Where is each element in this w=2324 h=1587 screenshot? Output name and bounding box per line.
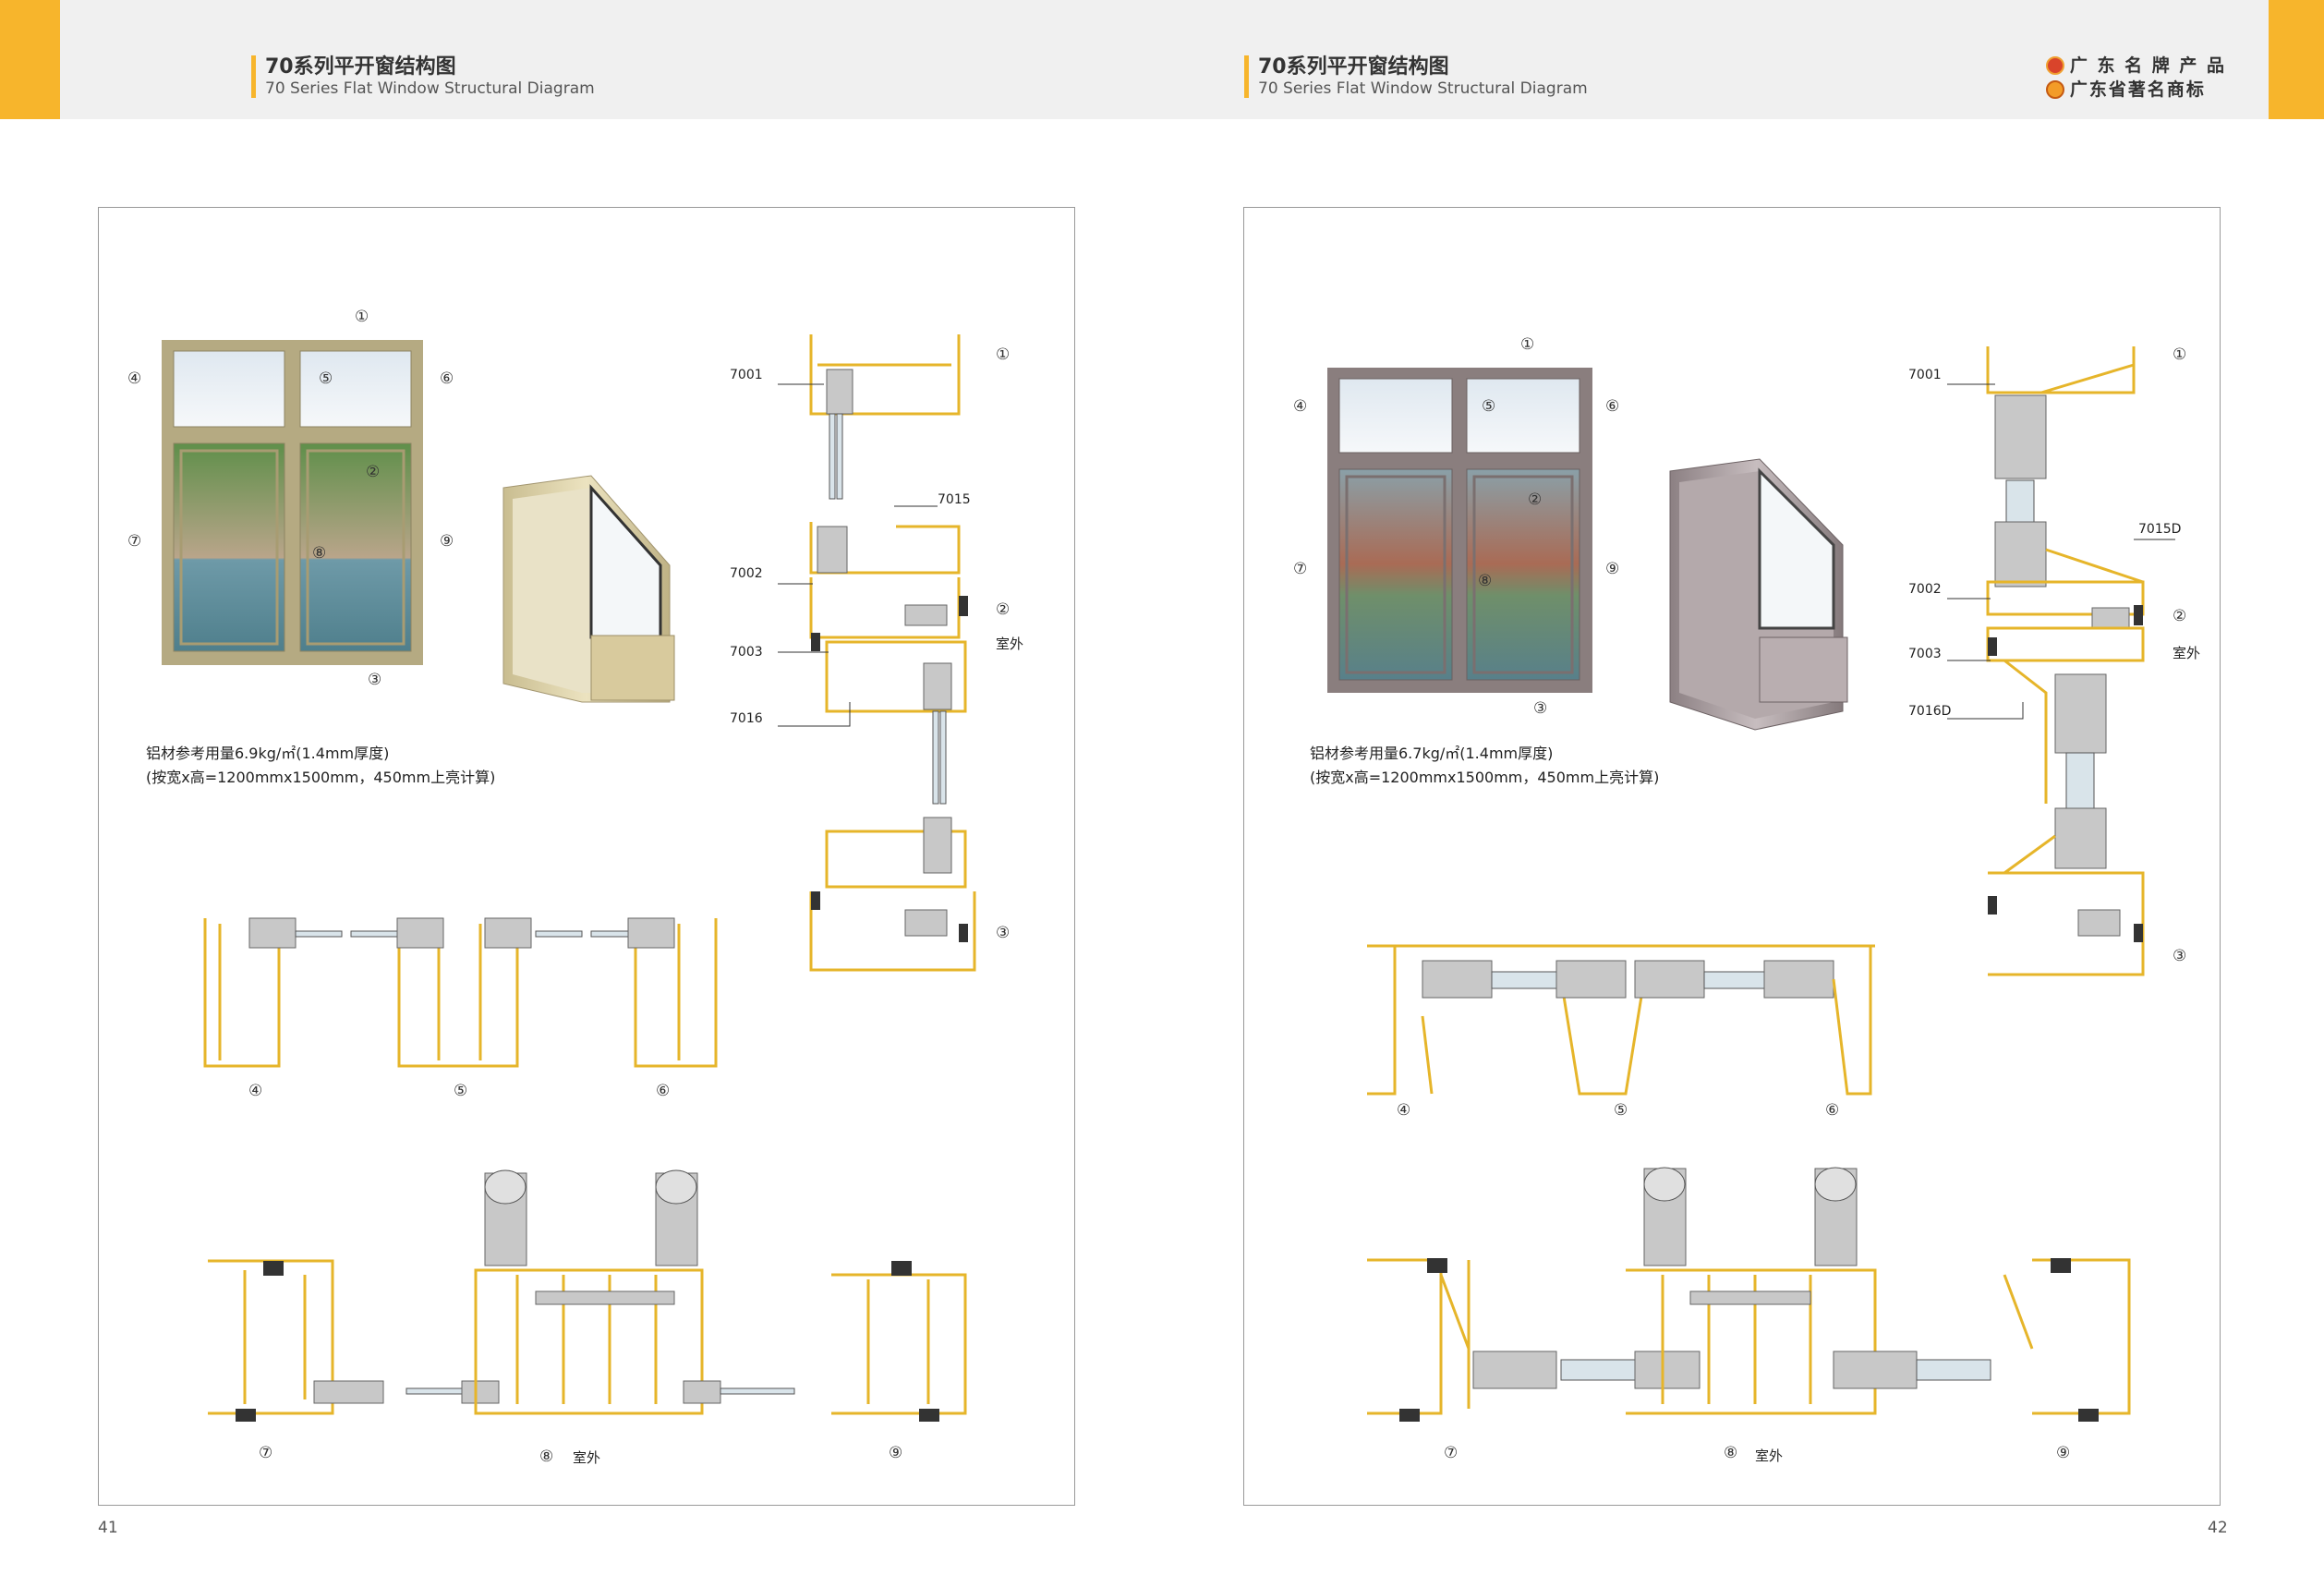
right-outdoor-label-vertical: 室外 [2173, 645, 2201, 661]
right-marker-4-sec: ④ [1397, 1101, 1411, 1120]
right-code-7016d: 7016D [1908, 704, 1952, 719]
left-diagram-panel [98, 207, 1075, 1506]
badge-famous-trademark: 广东省著名商标 [2045, 78, 2226, 102]
left-marker-4-elev: ④ [127, 369, 142, 388]
right-horizontal-section-789 [1367, 1167, 2131, 1422]
left-title-zh: 70系列平开窗结构图 [265, 55, 456, 79]
left-marker-6-elev: ⑥ [440, 369, 454, 388]
right-marker-7-elev: ⑦ [1293, 560, 1308, 578]
right-title-zh: 70系列平开窗结构图 [1258, 55, 1449, 79]
left-outdoor-label-horizontal: 室外 [573, 1449, 601, 1466]
right-corner-profile-photo [1669, 458, 1848, 731]
right-window-elevation [1327, 368, 1592, 693]
left-marker-9-sec: ⑨ [889, 1444, 903, 1462]
left-marker-6-sec: ⑥ [656, 1082, 671, 1100]
right-marker-2-elev: ② [1528, 491, 1543, 509]
right-accent-bar [2269, 0, 2324, 119]
right-marker-1-elev: ① [1520, 335, 1535, 354]
left-marker-8-elev: ⑧ [312, 544, 327, 563]
left-material-note: 铝材参考用量6.9kg/㎡(1.4mm厚度) (按宽x高=1200mmx1500… [146, 742, 495, 790]
brand-badges: 广 东 名 牌 产 品 广东省著名商标 [2045, 54, 2226, 102]
left-marker-1-elev: ① [355, 308, 369, 326]
trademark-seal-icon [2045, 80, 2064, 99]
left-marker-2-elev: ② [366, 463, 381, 481]
right-note-line1: 铝材参考用量6.7kg/㎡(1.4mm厚度) [1310, 745, 1554, 762]
left-title-en: 70 Series Flat Window Structural Diagram [265, 79, 595, 98]
left-vertical-section [778, 334, 976, 972]
right-marker-3-elev: ③ [1533, 699, 1548, 718]
right-marker-9-elev: ⑨ [1605, 560, 1620, 578]
left-marker-9-elev: ⑨ [440, 532, 454, 551]
left-marker-8-sec: ⑧ [539, 1448, 554, 1466]
left-code-7016: 7016 [730, 711, 763, 726]
left-page-number: 41 [98, 1519, 118, 1537]
left-accent-bar [0, 0, 60, 119]
right-title: 70系列平开窗结构图 70 Series Flat Window Structu… [1244, 55, 1588, 98]
right-horizontal-section-456 [1367, 944, 1875, 1096]
right-page-number: 42 [2208, 1519, 2228, 1537]
left-marker-4-sec: ④ [248, 1082, 263, 1100]
right-note-line2: (按宽x高=1200mmx1500mm，450mm上亮计算) [1310, 769, 1660, 786]
left-code-7001: 7001 [730, 368, 763, 382]
left-code-7015: 7015 [938, 492, 971, 507]
left-marker-2-sec: ② [996, 600, 1011, 619]
left-horizontal-section-789 [208, 1169, 967, 1422]
badge-famous-product: 广 东 名 牌 产 品 [2045, 54, 2226, 78]
right-title-en: 70 Series Flat Window Structural Diagram [1258, 79, 1588, 98]
left-marker-3-elev: ③ [368, 671, 382, 689]
right-code-7003: 7003 [1908, 647, 1942, 661]
left-window-elevation [162, 340, 423, 665]
right-marker-5-elev: ⑤ [1482, 397, 1496, 416]
right-diagram-panel [1243, 207, 2221, 1506]
right-code-7002: 7002 [1908, 582, 1942, 597]
page-header: 70系列平开窗结构图 70 Series Flat Window Structu… [0, 0, 2324, 119]
right-marker-2-sec: ② [2173, 607, 2187, 625]
left-title: 70系列平开窗结构图 70 Series Flat Window Structu… [251, 55, 595, 98]
left-marker-7-sec: ⑦ [259, 1444, 273, 1462]
left-note-line1: 铝材参考用量6.9kg/㎡(1.4mm厚度) [146, 745, 390, 762]
left-code-7002: 7002 [730, 566, 763, 581]
right-marker-8-elev: ⑧ [1478, 572, 1493, 590]
right-marker-5-sec: ⑤ [1614, 1101, 1628, 1120]
right-marker-4-elev: ④ [1293, 397, 1308, 416]
seal-icon [2045, 56, 2064, 75]
left-marker-3-sec: ③ [996, 924, 1011, 942]
right-marker-6-sec: ⑥ [1825, 1101, 1840, 1120]
right-marker-6-elev: ⑥ [1605, 397, 1620, 416]
left-marker-5-elev: ⑤ [319, 369, 333, 388]
right-marker-8-sec: ⑧ [1724, 1444, 1738, 1462]
right-outdoor-label-horizontal: 室外 [1755, 1448, 1784, 1464]
right-marker-7-sec: ⑦ [1444, 1444, 1459, 1462]
left-horizontal-section-456 [203, 917, 718, 1068]
right-code-7001: 7001 [1908, 368, 1942, 382]
right-vertical-section [1947, 346, 2175, 976]
right-marker-9-sec: ⑨ [2056, 1444, 2071, 1462]
left-code-7003: 7003 [730, 645, 763, 660]
left-marker-7-elev: ⑦ [127, 532, 142, 551]
right-material-note: 铝材参考用量6.7kg/㎡(1.4mm厚度) (按宽x高=1200mmx1500… [1310, 742, 1659, 790]
left-note-line2: (按宽x高=1200mmx1500mm，450mm上亮计算) [146, 769, 496, 786]
right-code-7015d: 7015D [2138, 522, 2182, 537]
left-corner-profile-photo [502, 475, 675, 703]
left-outdoor-label-vertical: 室外 [996, 636, 1024, 652]
left-marker-5-sec: ⑤ [454, 1082, 468, 1100]
left-marker-1-sec: ① [996, 345, 1011, 364]
right-marker-1-sec: ① [2173, 345, 2187, 364]
right-marker-3-sec: ③ [2173, 947, 2187, 965]
